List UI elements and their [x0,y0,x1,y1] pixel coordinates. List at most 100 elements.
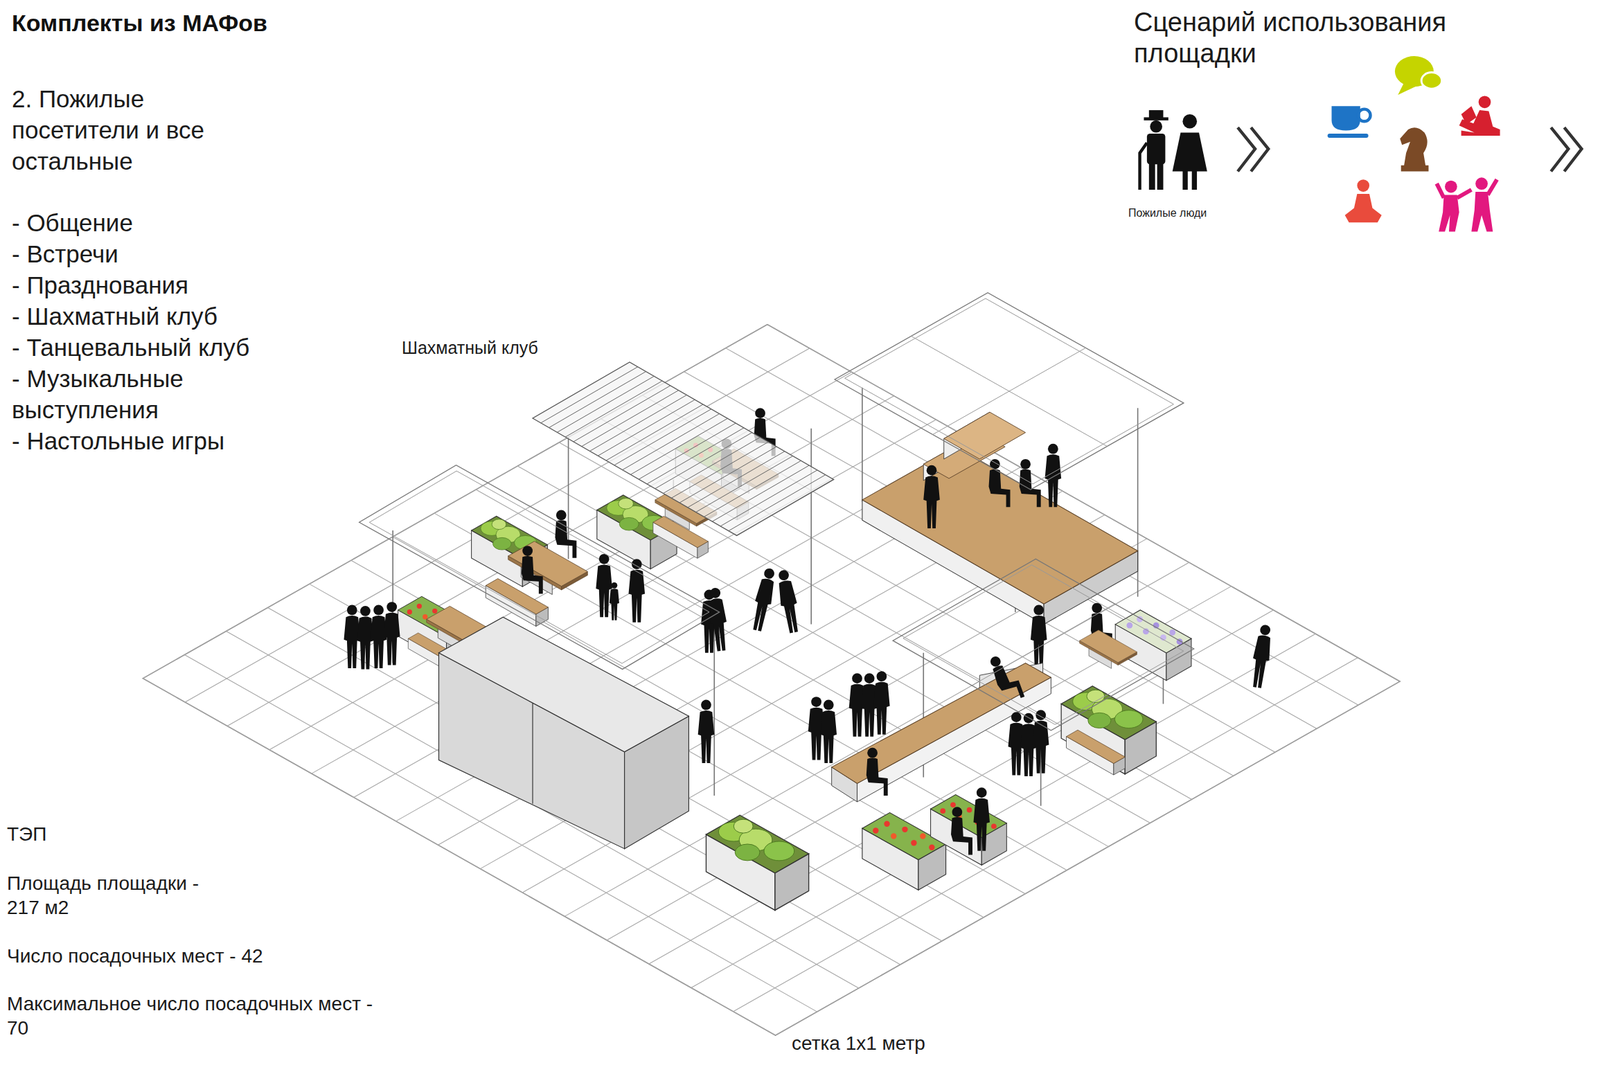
dancers-icon [1471,191,1493,232]
tep-value: Число посадочных мест - 42 [6,944,437,969]
people [1030,605,1048,669]
stage-platform [862,412,1139,625]
cup-icon [1327,133,1369,138]
activity-item: - Музыкальные выступления [11,362,289,426]
elderly-couple-icon [1147,133,1166,165]
kiosk [438,617,689,752]
people [609,582,620,621]
stage-pergola-roof [834,292,1184,490]
speech-icon [1421,72,1442,90]
stage-platform [862,446,1139,604]
speech-icon [1394,56,1443,95]
striped-pergola-roof [532,362,834,536]
people [989,459,1011,508]
chess-knight-icon [1399,127,1429,172]
meditation-icon [1345,193,1382,223]
elderly-couple-icon [1182,114,1197,129]
elderly-couple-icon [1143,117,1168,120]
reading-icon [1478,95,1492,109]
people [698,700,715,764]
striped-pergola-roof [540,367,826,532]
people [521,545,544,594]
grid-note: сетка 1х1 метр [791,1032,926,1056]
people [866,748,888,796]
cup-icon [1331,105,1361,131]
people [950,806,973,855]
left-pergola-roof [369,470,710,664]
icon-caption: Пожилые люди [1128,206,1207,221]
stage-pergola-roof [834,292,1184,490]
tep-value: Максимальное число посадочных мест - 70 [6,991,381,1041]
dancers-icon [1444,180,1458,194]
cup-icon [1358,109,1371,122]
elderly-couple-icon [1192,170,1197,190]
people [820,700,837,764]
striped-pergola-roof [532,362,834,536]
activity-item: - Шахматный клуб [11,300,289,332]
cup-icon [1327,105,1371,138]
elderly-couple-icon [1140,110,1208,190]
floor-grid [142,324,1400,1037]
people [950,787,990,855]
people [1248,624,1274,690]
meditation-icon [1345,179,1382,223]
meditation-icon [1356,179,1370,192]
dancers-icon [1436,179,1497,199]
people [775,568,803,634]
elderly-couple-icon [1149,120,1163,133]
people [749,567,779,633]
people [554,510,577,559]
kiosk [438,617,689,849]
chevron-arrow [1237,127,1582,172]
page-title: Комплекты из МАФов [11,8,268,38]
activity-item: - Встречи [11,238,289,270]
people [383,601,401,665]
dancers-icon [1475,177,1488,190]
people [698,700,715,764]
reading-icon [1461,105,1477,125]
zone-label: Шахматный клуб [401,337,539,359]
front-planters [930,795,1008,866]
tep-value: Площадь площадки - 217 м2 [6,871,215,920]
dancers-icon [1436,177,1497,232]
scenario-heading: Сценарий использования площадки [1133,6,1495,70]
activity-item: - Празднования [11,269,289,301]
elderly-couple-icon [1140,142,1148,190]
chess-furniture [653,516,709,559]
activity-item: - Общение [11,207,289,239]
floor-grid [142,324,1400,1037]
right-furniture [1066,730,1126,776]
stage-pergola-roof [834,292,1184,490]
chevron-arrow [1550,127,1582,172]
floor-grid [142,324,1400,1037]
activity-item: - Танцевальный клуб [11,331,289,363]
elderly-couple-icon [1182,170,1188,190]
right-pergola-roof [971,603,1115,686]
front-planters [705,795,1007,911]
right-furniture [1061,610,1192,776]
tep-heading: ТЭП [6,822,47,847]
right-furniture [1079,630,1138,670]
kiosk [531,703,533,805]
elderly-couple-icon [1149,110,1164,119]
people [923,465,940,529]
people [873,671,891,735]
people [1019,459,1042,508]
people [987,651,1025,705]
right-pergola-roof [903,565,1184,726]
elderly-couple-icon [1157,163,1164,190]
people [973,787,990,851]
reading-icon [1459,95,1501,136]
people [808,651,1050,796]
people [706,587,730,652]
right-pergola-roof [892,558,1195,731]
activity-item: - Настольные игры [11,425,289,457]
right-furniture [1115,610,1192,681]
chess-knight-icon [1399,127,1429,172]
chevron-arrow [1237,127,1269,172]
front-planters [705,815,809,911]
people [595,554,613,618]
dancers-icon [1438,194,1459,232]
